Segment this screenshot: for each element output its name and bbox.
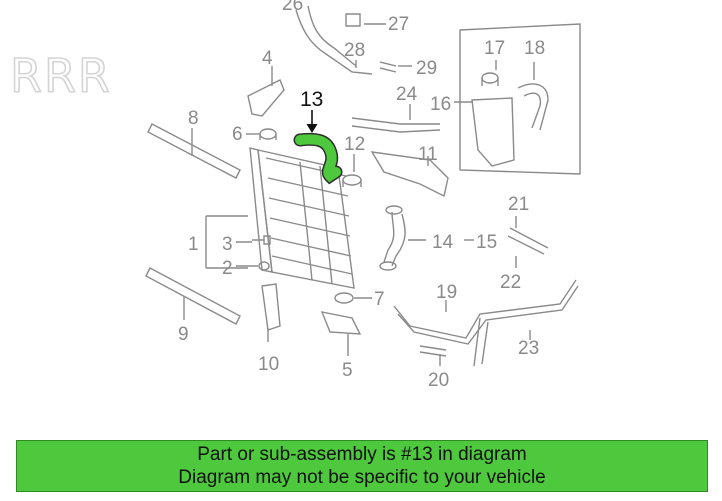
banner-line-1: Part or sub-assembly is #13 in diagram: [197, 444, 527, 465]
callout-17: 17: [484, 38, 505, 59]
callout-27: 27: [388, 14, 409, 35]
parts-diagram: RRR: [9, 0, 581, 391]
callout-4: 4: [262, 48, 273, 69]
callout-12: 12: [344, 134, 365, 155]
callout-26: 26: [282, 0, 303, 15]
callout-24: 24: [396, 84, 418, 105]
part-13-highlight: [293, 110, 343, 185]
radiator-shape: [249, 147, 355, 289]
bracket-10-shape: [261, 283, 281, 331]
callout-21: 21: [508, 194, 529, 215]
callout-15: 15: [476, 232, 497, 253]
callout-10: 10: [258, 354, 279, 375]
callout-6: 6: [232, 124, 243, 145]
callout-2: 2: [222, 258, 233, 279]
callout-23: 23: [518, 338, 539, 359]
callout-19: 19: [436, 282, 457, 303]
callout-5: 5: [342, 360, 353, 381]
upper-bar-shape: [147, 123, 241, 179]
banner-line-2: Diagram may not be specific to your vehi…: [178, 467, 546, 488]
callout-3: 3: [222, 234, 233, 255]
duct-shape: [370, 151, 449, 198]
callout-1: 1: [188, 234, 199, 255]
callout-8: 8: [188, 108, 199, 129]
callout-14: 14: [432, 232, 454, 253]
info-banner: Part or sub-assembly is #13 in diagram D…: [16, 440, 708, 492]
callout-20: 20: [428, 370, 449, 391]
callout-13: 13: [300, 88, 323, 111]
lower-bar-shape: [145, 267, 241, 325]
callout-16: 16: [430, 94, 451, 115]
bracket-shape: [247, 79, 285, 117]
callout-11: 11: [418, 144, 438, 165]
callout-9: 9: [178, 324, 189, 345]
callout-7: 7: [374, 289, 385, 310]
callout-29: 29: [416, 58, 437, 79]
callout-18: 18: [524, 38, 545, 59]
watermark-text: RRR: [10, 49, 112, 103]
reservoir-box-shape: [459, 23, 581, 175]
callout-28: 28: [344, 40, 365, 61]
callout-22: 22: [500, 272, 521, 293]
